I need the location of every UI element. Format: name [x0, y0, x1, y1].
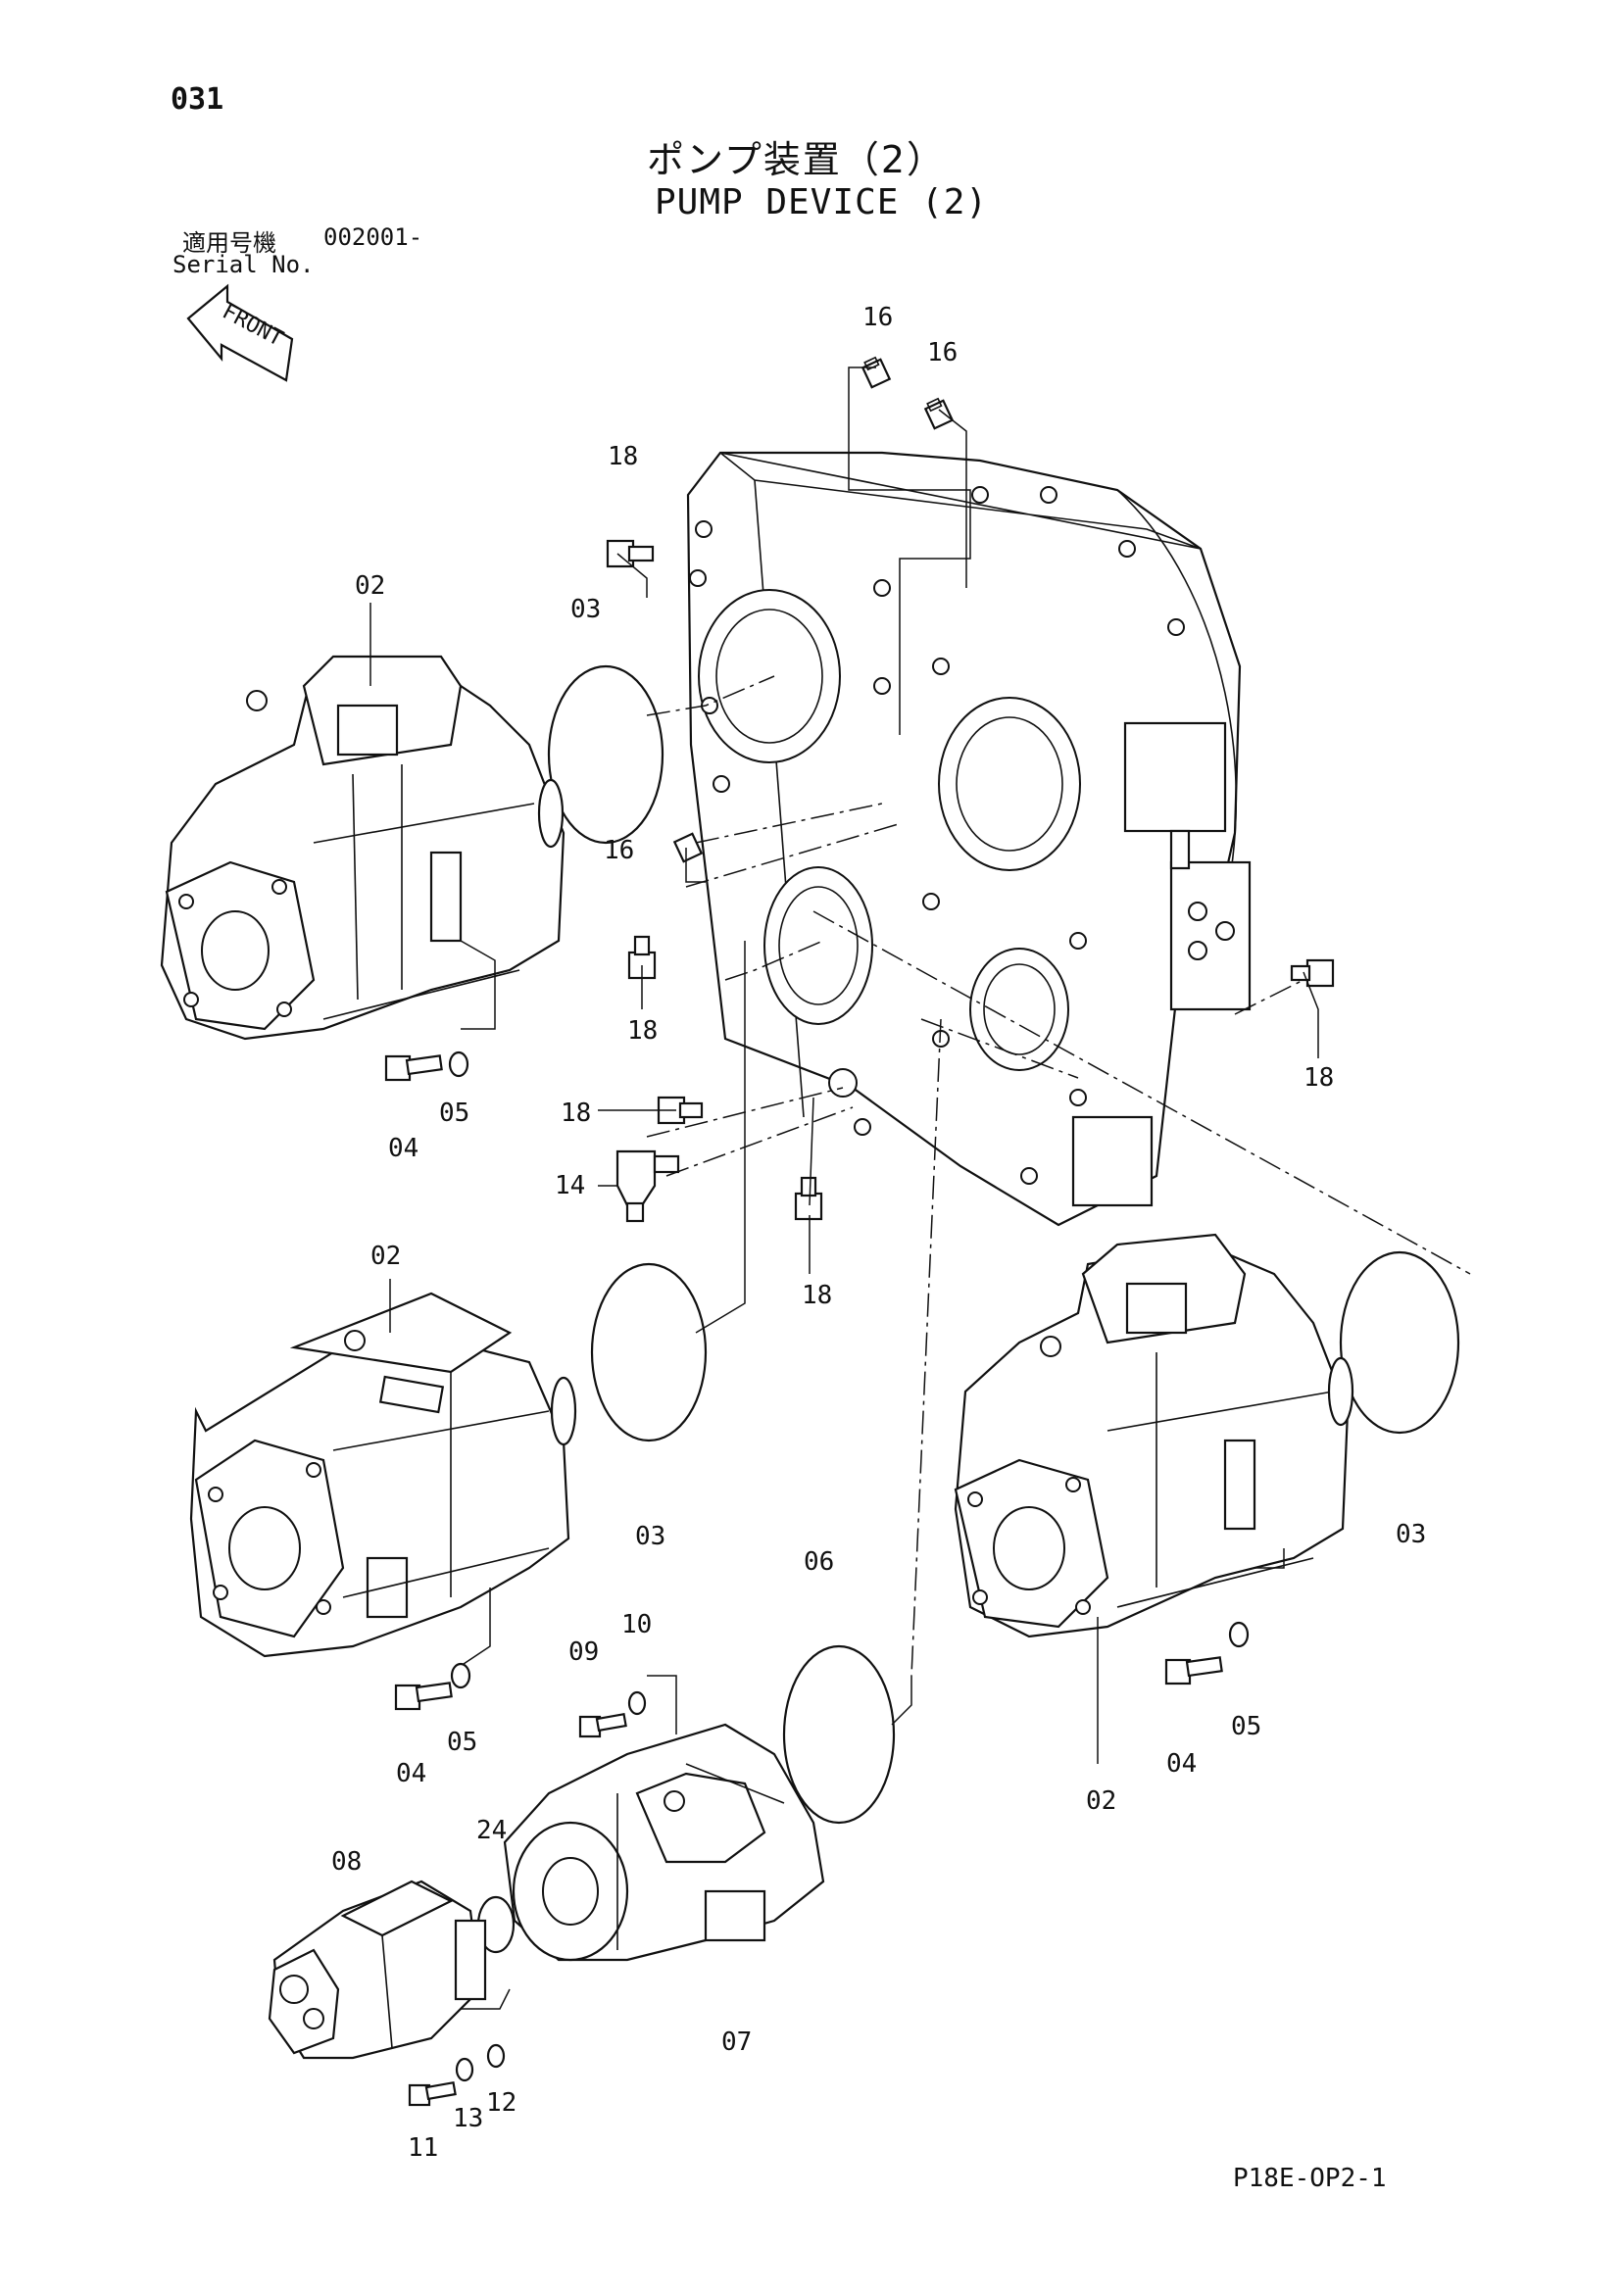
washer-13 [455, 2057, 474, 2082]
callout-04b: 04 [396, 1759, 426, 1788]
callout-16a: 16 [862, 303, 893, 332]
callout-08: 08 [331, 1847, 362, 1877]
callout-09: 09 [568, 1637, 599, 1667]
callout-03c: 03 [1396, 1520, 1426, 1549]
callout-14: 14 [555, 1171, 585, 1200]
bolt-04a [384, 1054, 443, 1082]
drawing-code: P18E-OP2-1 [1233, 2164, 1387, 2193]
callout-16b: 16 [927, 338, 958, 367]
pilot-pump-07 [503, 1675, 825, 1962]
o-ring-03b [590, 1262, 708, 1442]
washer-10 [627, 1690, 647, 1716]
o-ring-03c [1339, 1250, 1460, 1435]
elbow-fitting-14 [615, 1149, 680, 1223]
washer-05a [448, 1050, 469, 1078]
front-arrow-icon: FRONT [186, 283, 294, 382]
callout-18b: 18 [627, 1016, 658, 1046]
page-title-jp: ポンプ装置（2） [647, 138, 947, 181]
plug-16c [672, 832, 704, 863]
serial-label-jp: 適用号機 [182, 229, 276, 257]
page-title-en: PUMP DEVICE (2) [655, 182, 989, 222]
plug-16b [923, 397, 955, 430]
pump-housing [686, 451, 1252, 1227]
callout-18e: 18 [802, 1281, 832, 1310]
elbow-fitting-18a [606, 539, 655, 568]
serial-number: 002001- [323, 223, 423, 251]
callout-12: 12 [486, 2088, 516, 2118]
o-ring-06 [782, 1644, 896, 1825]
callout-10: 10 [621, 1610, 652, 1639]
main-pump-02a [160, 603, 566, 1041]
washer-05b [450, 1662, 471, 1689]
serial-label-en: Serial No. [172, 251, 315, 278]
callout-11: 11 [408, 2133, 438, 2163]
callout-13: 13 [453, 2104, 483, 2133]
callout-06: 06 [804, 1547, 834, 1577]
leader-lines [598, 366, 1319, 1726]
callout-02a: 02 [355, 571, 385, 601]
callout-03b: 03 [635, 1522, 665, 1551]
plug-16a [861, 356, 892, 389]
washer-05c [1228, 1621, 1250, 1648]
callout-labels: 16 16 18 02 03 16 18 18 04 05 18 14 18 0… [331, 303, 1426, 2163]
callout-04a: 04 [388, 1134, 418, 1163]
callout-18d: 18 [561, 1099, 591, 1128]
gear-pump-08 [268, 1880, 511, 2060]
bolt-04b [394, 1682, 453, 1711]
page-number: 031 [171, 82, 224, 117]
callout-07: 07 [721, 2027, 752, 2057]
callout-02b: 02 [370, 1242, 401, 1271]
callout-05a: 05 [439, 1099, 469, 1128]
callout-24: 24 [476, 1816, 507, 1845]
bolt-11 [408, 2080, 457, 2107]
washer-12 [486, 2043, 506, 2069]
callout-05c: 05 [1231, 1712, 1261, 1741]
elbow-fitting-18e [794, 1176, 823, 1221]
callout-16c: 16 [604, 836, 634, 865]
callout-04c: 04 [1166, 1749, 1197, 1779]
callout-03a: 03 [570, 595, 601, 624]
bolt-09 [578, 1712, 627, 1738]
bolt-04c [1164, 1656, 1223, 1685]
main-pump-02b [189, 1279, 577, 1667]
callout-05b: 05 [447, 1728, 477, 1757]
callout-18a: 18 [608, 442, 638, 471]
callout-18c: 18 [1303, 1063, 1334, 1093]
o-ring-03a [547, 664, 664, 845]
main-pump-02c [954, 1233, 1354, 1764]
callout-02c: 02 [1086, 1786, 1116, 1816]
